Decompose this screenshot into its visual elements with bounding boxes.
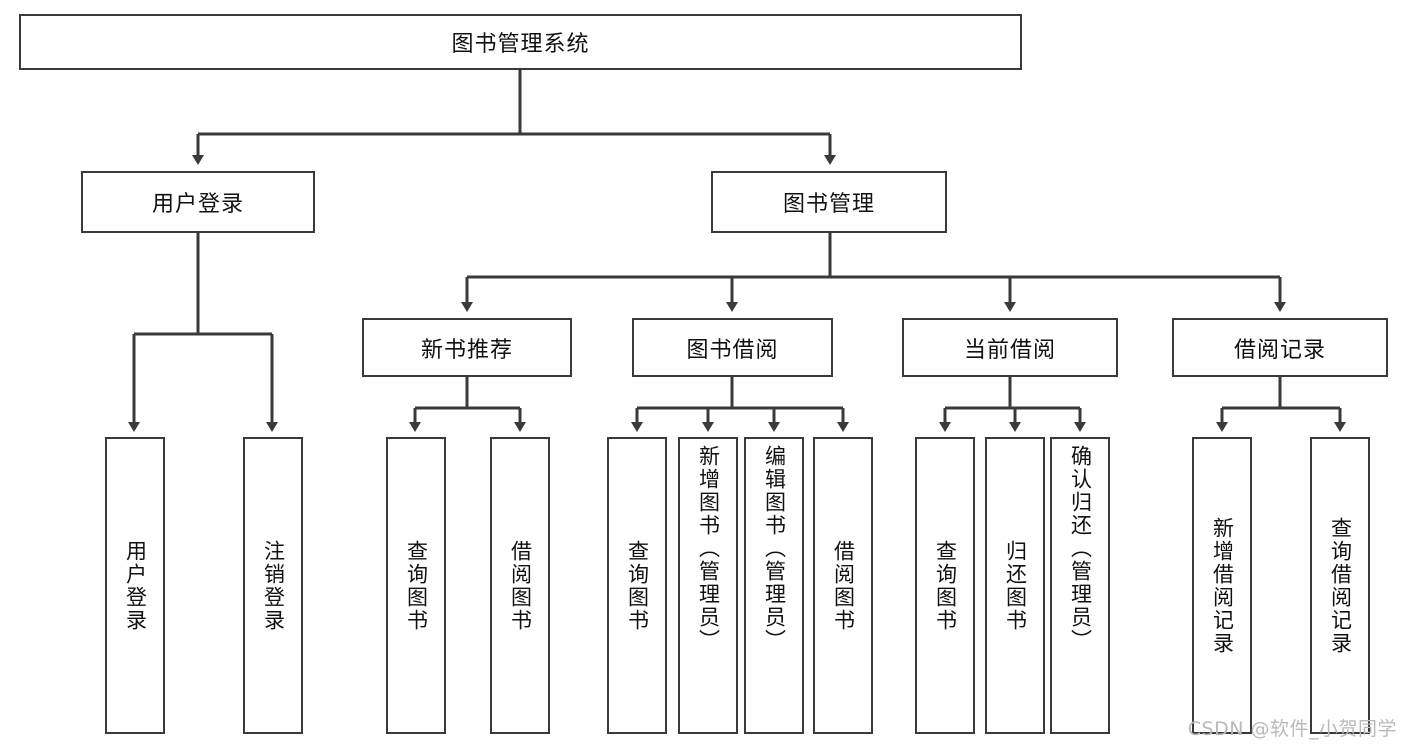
node-new-book-recommend[interactable]: 新书推荐 [362,318,572,377]
node-book-management[interactable]: 图书管理 [711,171,947,233]
node-label: 查询图书 [625,539,650,632]
node-label: 确认归还（管理员） [1068,445,1093,652]
node-leaf-query-book-2[interactable]: 查询图书 [607,437,667,734]
node-leaf-confirm-return[interactable]: 确认归还（管理员） [1050,437,1110,734]
node-label: 当前借阅 [963,337,1056,363]
node-root-system[interactable]: 图书管理系统 [19,14,1022,70]
node-label: 借阅图书 [831,539,856,632]
node-leaf-edit-book[interactable]: 编辑图书（管理员） [744,437,804,734]
node-borrow-record[interactable]: 借阅记录 [1172,318,1388,377]
node-label: 归还图书 [1003,539,1028,632]
node-label: 新增借阅记录 [1210,516,1235,655]
node-leaf-query-book-1[interactable]: 查询图书 [386,437,446,734]
node-label: 注销登录 [261,539,286,632]
node-leaf-add-borrow-record[interactable]: 新增借阅记录 [1192,437,1252,734]
node-current-borrow[interactable]: 当前借阅 [902,318,1118,377]
node-leaf-add-book[interactable]: 新增图书（管理员） [678,437,738,734]
node-leaf-query-borrow-record[interactable]: 查询借阅记录 [1310,437,1370,734]
node-label: 查询借阅记录 [1328,516,1353,655]
node-book-borrow[interactable]: 图书借阅 [632,318,833,377]
node-label: 用户登录 [151,192,244,217]
node-label: 新书推荐 [420,337,513,363]
node-leaf-borrow-book-2[interactable]: 借阅图书 [813,437,873,734]
node-leaf-logout-login[interactable]: 注销登录 [243,437,303,734]
node-user-login[interactable]: 用户登录 [81,171,315,233]
node-leaf-user-login[interactable]: 用户登录 [105,437,165,734]
node-label: 用户登录 [123,539,148,632]
node-label: 图书管理系统 [451,32,590,57]
node-leaf-borrow-book-1[interactable]: 借阅图书 [490,437,550,734]
node-label: 图书借阅 [686,337,779,363]
node-label: 图书管理 [782,192,875,217]
node-label: 查询图书 [404,539,429,632]
node-label: 新增图书（管理员） [696,445,721,652]
node-label: 借阅记录 [1233,337,1326,363]
node-leaf-query-book-3[interactable]: 查询图书 [915,437,975,734]
node-label: 查询图书 [933,539,958,632]
node-leaf-return-book[interactable]: 归还图书 [985,437,1045,734]
node-label: 借阅图书 [508,539,533,632]
node-label: 编辑图书（管理员） [762,445,787,652]
